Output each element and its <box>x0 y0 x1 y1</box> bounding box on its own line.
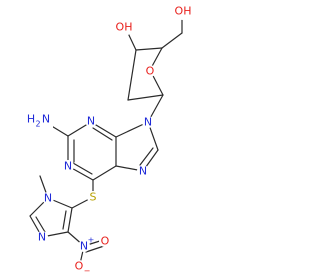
amino-n-label: N <box>42 113 50 126</box>
purine-n7-label: N <box>139 165 147 178</box>
nitro-o-charge-label: − <box>84 267 91 276</box>
bond-ring-c3-c4 <box>135 47 163 51</box>
bonds <box>29 14 183 265</box>
sulfur-label: S <box>90 191 97 204</box>
nitro-n-charge-label: + <box>88 236 95 245</box>
purine-n1-label: N <box>64 160 72 173</box>
bond-n3-c4-double <box>92 127 113 141</box>
bond-ring-c2-c3 <box>127 49 137 101</box>
nitro-o-bottom-label: O <box>75 260 84 273</box>
nitro-o-top-label: O <box>101 235 110 248</box>
bond-c8-n7-double <box>139 147 154 166</box>
bond-imid-c4-c5 <box>67 207 73 233</box>
nitro-n-label: N <box>80 240 88 253</box>
bond-nitro-o-top-double <box>85 245 105 253</box>
hydroxyl-ring-label: OH <box>116 21 133 34</box>
purine-n9-label: N <box>144 116 152 129</box>
bond-c5-c6 <box>92 165 117 181</box>
ring-oxygen-label: O <box>146 65 155 78</box>
bond-imid-c4-c5-double <box>62 210 67 230</box>
atom-labels: OH OH O H 2 N N N N N S N N N + O O − <box>26 2 192 276</box>
imidazole-n-methyl-label: N <box>44 192 52 205</box>
molecule-structure: OH OH O H 2 N N N N N S N N N + O O − <box>26 2 192 276</box>
bond-c4-c5 <box>161 32 183 49</box>
bond-ring-c1-c2 <box>127 94 164 101</box>
imidazole-n-label: N <box>38 231 46 244</box>
amino-h-label: H <box>27 113 35 126</box>
bond-imid-c2-n3-double <box>35 216 46 233</box>
hydroxyl-chain-label: OH <box>175 5 192 18</box>
bond-c6-n1-double <box>72 162 93 175</box>
amino-subscript-label: 2 <box>35 120 40 129</box>
purine-n3-label: N <box>87 115 95 128</box>
